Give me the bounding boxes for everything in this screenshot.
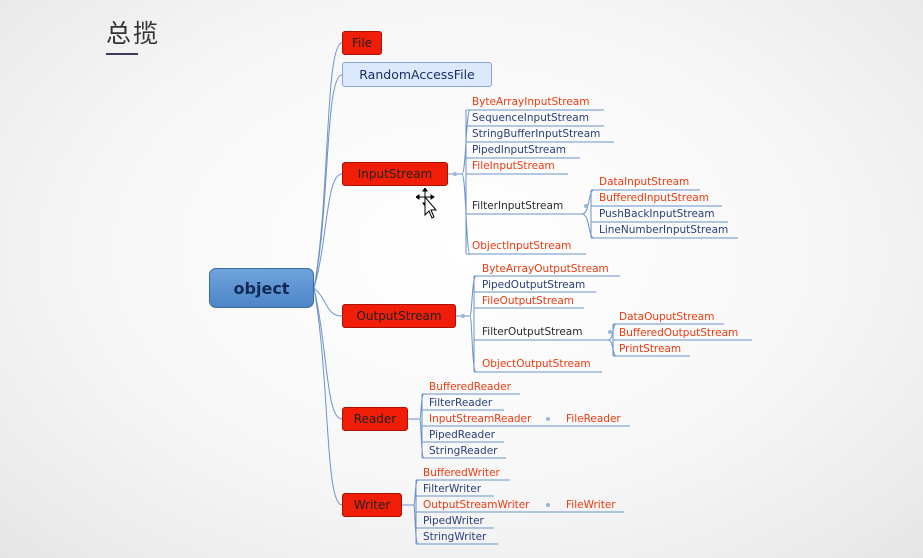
leaf-file-input-stream[interactable]: FileInputStream [472,160,555,172]
leaf-string-reader[interactable]: StringReader [429,445,498,457]
connector-root-file [313,42,343,289]
leaf-file-reader[interactable]: FileReader [566,413,621,425]
connector-root-writer [313,287,343,506]
leaf-string-buffer-input-stream[interactable]: StringBufferInputStream [472,128,601,140]
leaf-print-stream[interactable]: PrintStream [619,343,682,355]
leaf-buffered-input-stream[interactable]: BufferedInputStream [599,192,709,204]
category-reader[interactable]: Reader [342,407,408,431]
leaf-piped-input-stream[interactable]: PipedInputStream [472,144,566,156]
category-output-stream[interactable]: OutputStream [342,304,456,328]
category-random-access-file[interactable]: RandomAccessFile [342,62,492,87]
move-cursor-icon [416,188,438,219]
title-underline [106,53,138,55]
leaf-buffered-writer[interactable]: BufferedWriter [423,467,500,479]
leaf-pushback-input-stream[interactable]: PushBackInputStream [599,208,715,220]
root-node-object[interactable]: object [209,268,314,308]
leaf-filter-input-stream[interactable]: FilterInputStream [472,200,564,212]
category-input-stream[interactable]: InputStream [342,162,448,186]
leaf-object-input-stream[interactable]: ObjectInputStream [472,240,572,252]
leaf-byte-array-input-stream[interactable]: ByteArrayInputStream [472,96,590,108]
connector-root-randomaccessfile [313,74,343,289]
connector-root-reader [313,287,343,420]
connector-root-outputstream [313,287,343,317]
leaf-piped-output-stream[interactable]: PipedOutputStream [482,279,586,291]
leaf-data-output-stream[interactable]: DataOuputStream [619,311,715,323]
category-file[interactable]: File [342,31,382,55]
category-writer[interactable]: Writer [342,493,402,517]
leaf-line-number-input-stream[interactable]: LineNumberInputStream [599,224,729,236]
leaf-piped-reader[interactable]: PipedReader [429,429,495,441]
leaf-byte-array-output-stream[interactable]: ByteArrayOutputStream [482,263,609,275]
leaf-buffered-reader[interactable]: BufferedReader [429,381,511,393]
leaf-file-output-stream[interactable]: FileOutputStream [482,295,575,307]
leaf-file-writer[interactable]: FileWriter [566,499,616,511]
leaf-string-writer[interactable]: StringWriter [423,531,487,543]
leaf-output-stream-writer[interactable]: OutputStreamWriter [423,499,530,511]
page-title: 总揽 [106,19,161,48]
leaf-object-output-stream[interactable]: ObjectOutputStream [482,358,591,370]
leaf-piped-writer[interactable]: PipedWriter [423,515,484,527]
leaf-filter-writer[interactable]: FilterWriter [423,483,482,495]
leaf-buffered-output-stream[interactable]: BufferedOutputStream [619,327,739,339]
connector-root-inputstream [313,173,343,289]
leaf-filter-output-stream[interactable]: FilterOutputStream [482,326,583,338]
leaf-filter-reader[interactable]: FilterReader [429,397,493,409]
leaf-data-input-stream[interactable]: DataInputStream [599,176,690,188]
leaf-input-stream-reader[interactable]: InputStreamReader [429,413,532,425]
leaf-sequence-input-stream[interactable]: SequenceInputStream [472,112,589,124]
